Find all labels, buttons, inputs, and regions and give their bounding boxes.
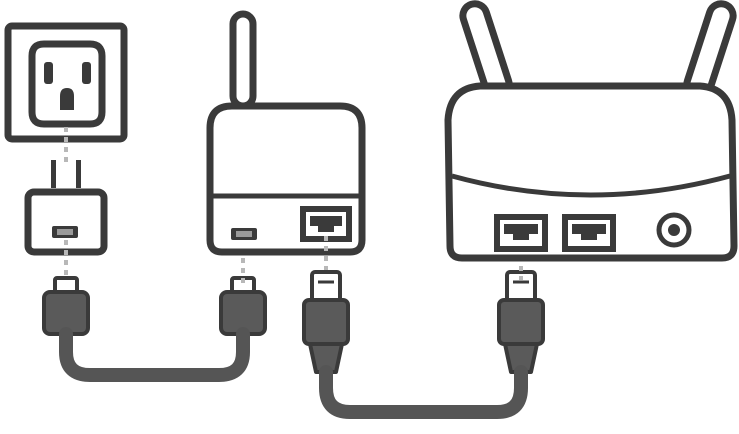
wifi-router-icon [444, 0, 738, 262]
ethernet-cable-icon [302, 270, 545, 419]
power-adapter-icon [24, 160, 108, 256]
mini-bridge-device-icon [206, 10, 366, 256]
wall-outlet-icon [4, 22, 128, 143]
usb-power-cable-icon [42, 276, 267, 382]
